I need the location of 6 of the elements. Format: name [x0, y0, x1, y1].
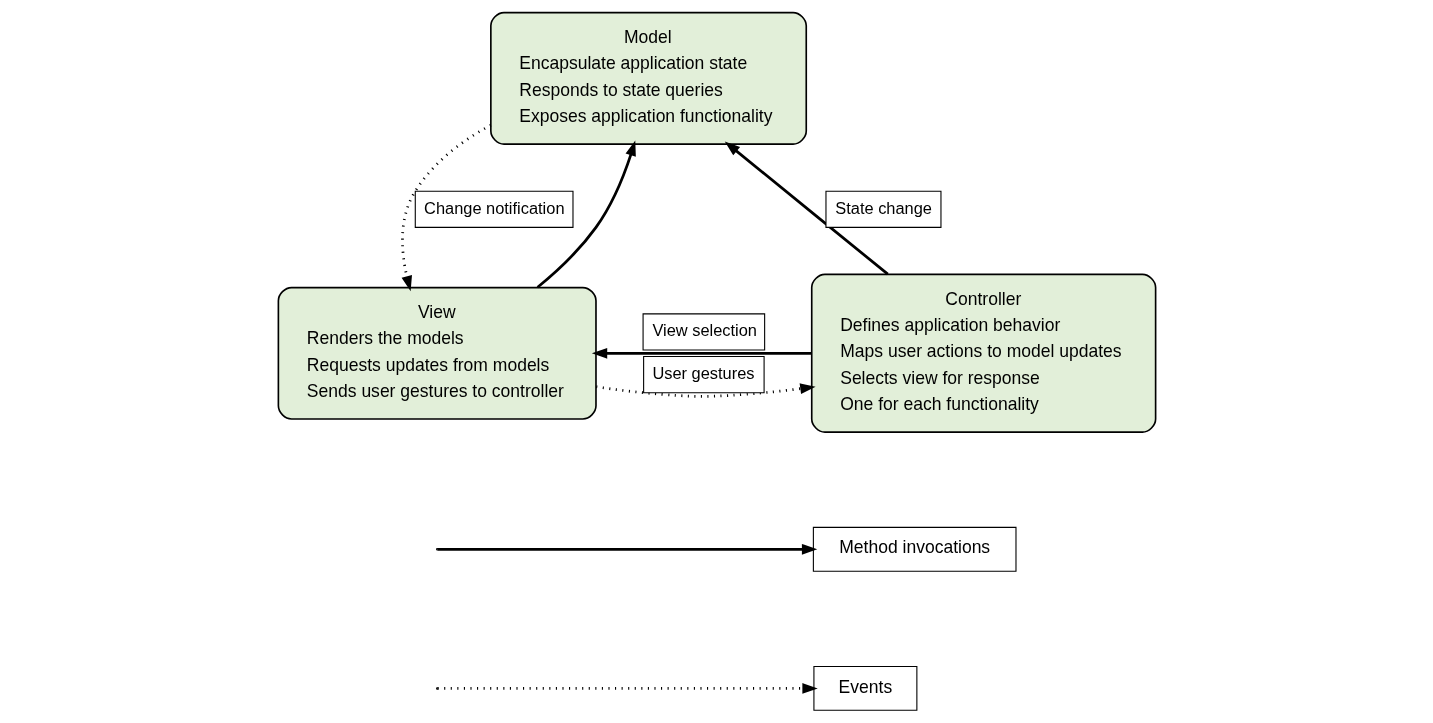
edge-label: Change notification [423, 198, 565, 217]
edge-label: View selection [651, 321, 757, 340]
legend-label: Method invocations [838, 537, 990, 558]
legend-label: Events [838, 676, 892, 697]
edge-label: State change [834, 198, 932, 217]
edge-label: User gestures [651, 364, 755, 383]
